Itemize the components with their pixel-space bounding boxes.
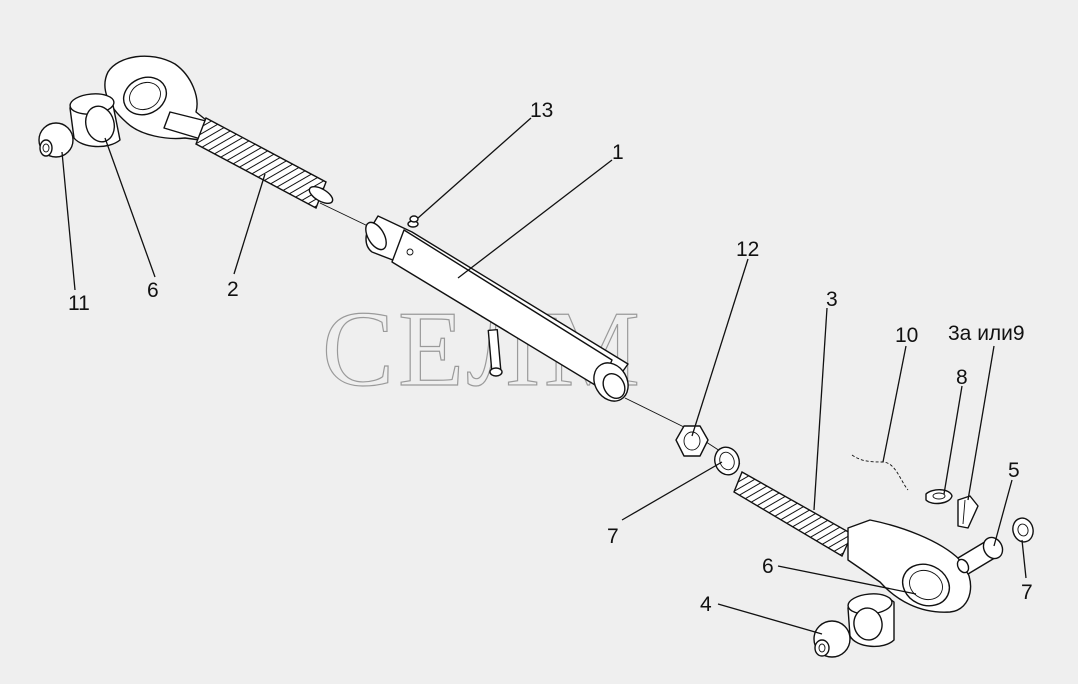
part-3-eye-rod	[733, 470, 972, 613]
part-1-tube	[365, 215, 629, 402]
label-3a-or-9: 3а или9	[948, 322, 1025, 345]
part-3a-cotter	[957, 495, 979, 529]
label-10: 10	[895, 324, 918, 347]
part-11-ball	[38, 122, 74, 158]
label-6-lower: 6	[762, 555, 774, 578]
part-2-eye-rod	[104, 55, 334, 209]
part-12-nut	[675, 425, 709, 457]
label-5: 5	[1008, 459, 1020, 482]
label-8: 8	[956, 366, 968, 389]
part-6-bushing-lower	[847, 593, 895, 647]
label-7-middle: 7	[607, 525, 619, 548]
part-8-spring-washer	[925, 489, 953, 505]
callout-labels: 11 6 2 13 1 12 3 10 3а или9 8 5 7 6 4 7	[68, 99, 1033, 616]
label-4: 4	[700, 593, 712, 616]
part-13-fitting	[407, 215, 419, 228]
label-6-upper: 6	[147, 279, 159, 302]
part-4-ball	[813, 620, 851, 658]
part-5-pin	[956, 536, 1004, 575]
part-7-washer-middle	[714, 446, 740, 476]
leader-lines	[61, 117, 1027, 635]
label-11: 11	[68, 292, 90, 315]
label-12: 12	[736, 238, 759, 261]
label-2: 2	[227, 278, 239, 301]
label-3: 3	[826, 288, 838, 311]
label-13: 13	[530, 99, 553, 122]
label-1: 1	[612, 141, 624, 164]
part-7-washer-right	[1012, 517, 1034, 543]
part-6-bushing-upper	[69, 93, 121, 148]
part-10-chain	[851, 454, 909, 491]
label-7-right: 7	[1021, 581, 1033, 604]
